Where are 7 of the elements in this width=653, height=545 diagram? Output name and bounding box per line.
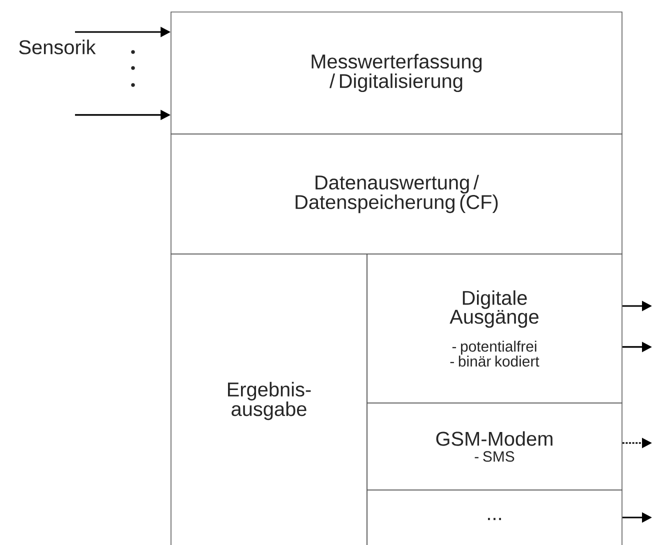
block-box: Datenauswertung / Datenspeicherung (CF) — [170, 134, 622, 254]
block-box: GSM-Modem - SMS — [366, 402, 622, 490]
block-box: Ergebnis- ausgabe — [170, 254, 368, 545]
block-box: Digitale Ausgänge - potentialfrei - binär kodiert — [366, 254, 622, 404]
block-box: ... — [366, 490, 622, 545]
label-text: Sensorik — [19, 40, 96, 54]
block-box: Messwerterfassung / Digitalisierung — [170, 12, 622, 134]
